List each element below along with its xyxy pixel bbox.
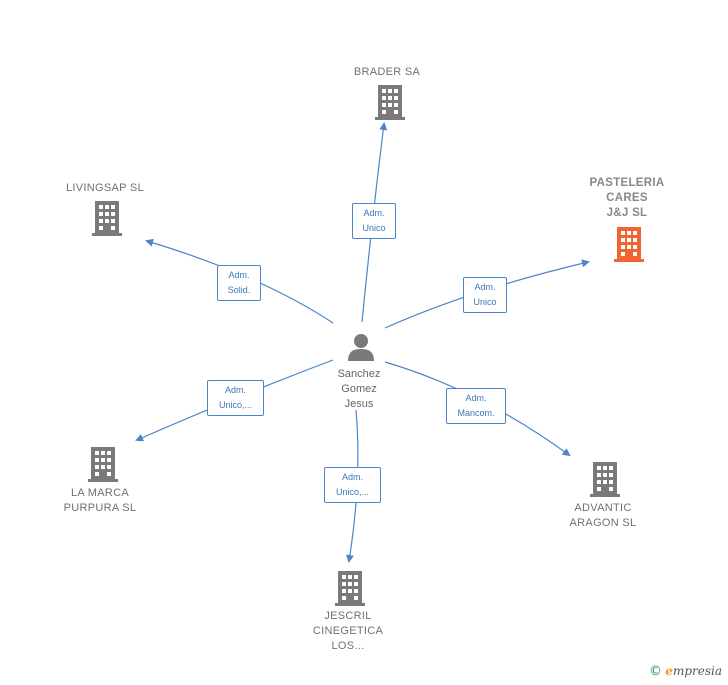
edge-label-brader[interactable]: Adm. Unico: [352, 203, 396, 239]
edge-label-line: Adm.: [224, 385, 246, 395]
company-label-line: J&J SL: [606, 207, 648, 219]
building-icon[interactable]: [91, 201, 123, 236]
building-icon[interactable]: [334, 571, 366, 606]
company-label-line: LIVINGSAP SL: [66, 182, 144, 194]
company-label-line: PASTELERIA: [589, 177, 665, 189]
edge-label-line: Adm.: [474, 282, 496, 292]
company-label-line: CINEGETICA: [312, 625, 384, 637]
footer-brand: © empresia: [649, 664, 722, 679]
edge-label-line: Unico: [362, 223, 386, 233]
person-icon[interactable]: [346, 332, 376, 362]
company-label-advantic[interactable]: ADVANTIC ARAGON SL: [543, 501, 663, 531]
building-icon[interactable]: [589, 462, 621, 497]
company-label-pasteleria[interactable]: PASTELERIA CARES J&J SL: [567, 176, 687, 221]
company-label-line: ARAGON SL: [569, 517, 637, 529]
center-person-line: Sanchez: [337, 368, 381, 380]
center-person-line: Gomez: [341, 383, 377, 395]
company-label-line: JESCRIL: [324, 610, 372, 622]
edge-label-line: Unico: [473, 297, 497, 307]
edge-label-lamarca[interactable]: Adm. Unico,...: [207, 380, 264, 416]
company-label-line: PURPURA SL: [63, 502, 137, 514]
company-label-line: BRADER SA: [353, 66, 421, 78]
edge-label-livingsap[interactable]: Adm. Solid.: [217, 265, 261, 301]
building-icon-highlighted[interactable]: [613, 227, 645, 262]
edge-label-pasteleria[interactable]: Adm. Unico: [463, 277, 507, 313]
company-label-line: ADVANTIC: [574, 502, 632, 514]
edge-label-line: Adm.: [465, 393, 487, 403]
edge-label-line: Solid.: [227, 285, 251, 295]
company-label-line: LOS...: [331, 640, 365, 652]
company-label-lamarca[interactable]: LA MARCA PURPURA SL: [40, 486, 160, 516]
copyright-symbol: ©: [648, 664, 662, 679]
edge-label-line: Mancom.: [457, 408, 495, 418]
company-label-jescril[interactable]: JESCRIL CINEGETICA LOS...: [288, 609, 408, 654]
building-icon[interactable]: [374, 85, 406, 120]
center-person-label[interactable]: Sanchez Gomez Jesus: [318, 367, 400, 412]
company-label-line: LA MARCA: [70, 487, 130, 499]
edge-label-line: Adm.: [363, 208, 385, 218]
edge-label-jescril[interactable]: Adm. Unico,...: [324, 467, 381, 503]
edge-label-line: Adm.: [341, 472, 363, 482]
company-label-brader[interactable]: BRADER SA: [327, 65, 447, 80]
edge-label-advantic[interactable]: Adm. Mancom.: [446, 388, 506, 424]
edge-label-line: Adm.: [228, 270, 250, 280]
company-label-line: CARES: [606, 192, 648, 204]
brand-initial: e: [665, 664, 673, 678]
edge-label-line: Unico,...: [335, 487, 369, 497]
company-label-livingsap[interactable]: LIVINGSAP SL: [45, 181, 165, 196]
brand-logo: empresia: [665, 664, 722, 678]
center-person-line: Jesus: [344, 398, 374, 410]
edge-label-line: Unico,...: [218, 400, 252, 410]
building-icon[interactable]: [87, 447, 119, 482]
brand-name: mpresia: [672, 664, 722, 678]
